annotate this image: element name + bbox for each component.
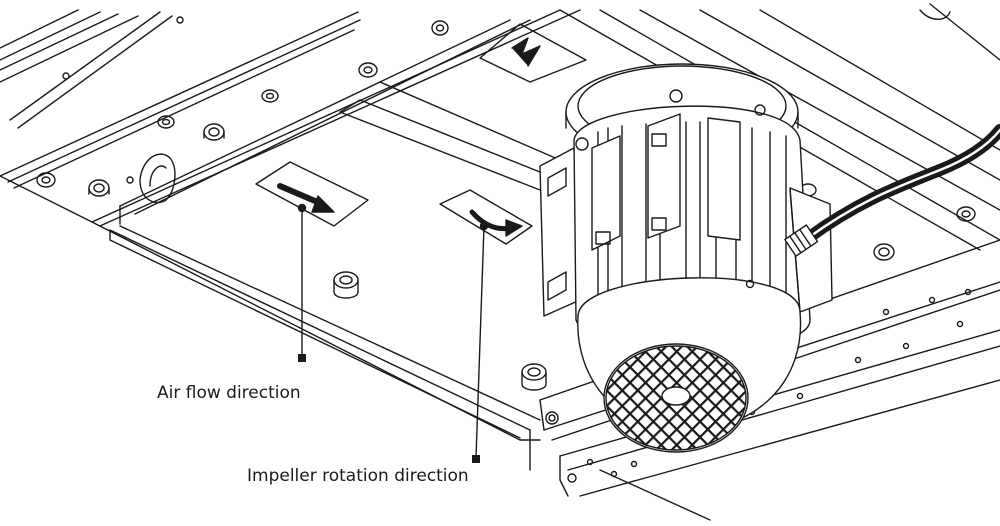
- callout-leader-air-flow: [297, 203, 307, 362]
- flange-bolts: [36, 20, 449, 197]
- warning-lightning-icon: [479, 23, 587, 83]
- air-flow-direction-label: Air flow direction: [157, 383, 301, 403]
- air-flow-arrow-icon: [255, 161, 369, 227]
- base-nuts: [333, 271, 547, 391]
- electric-motor: [539, 63, 833, 453]
- impeller-rotation-direction-label: Impeller rotation direction: [247, 466, 469, 486]
- power-cable: [784, 124, 1000, 257]
- rotation-arrow-icon: [439, 189, 533, 245]
- base-plate: [91, 81, 561, 471]
- callout-leader-impeller: [472, 221, 489, 463]
- top-left-rail: [0, 9, 361, 189]
- upper-flange: [0, 9, 581, 227]
